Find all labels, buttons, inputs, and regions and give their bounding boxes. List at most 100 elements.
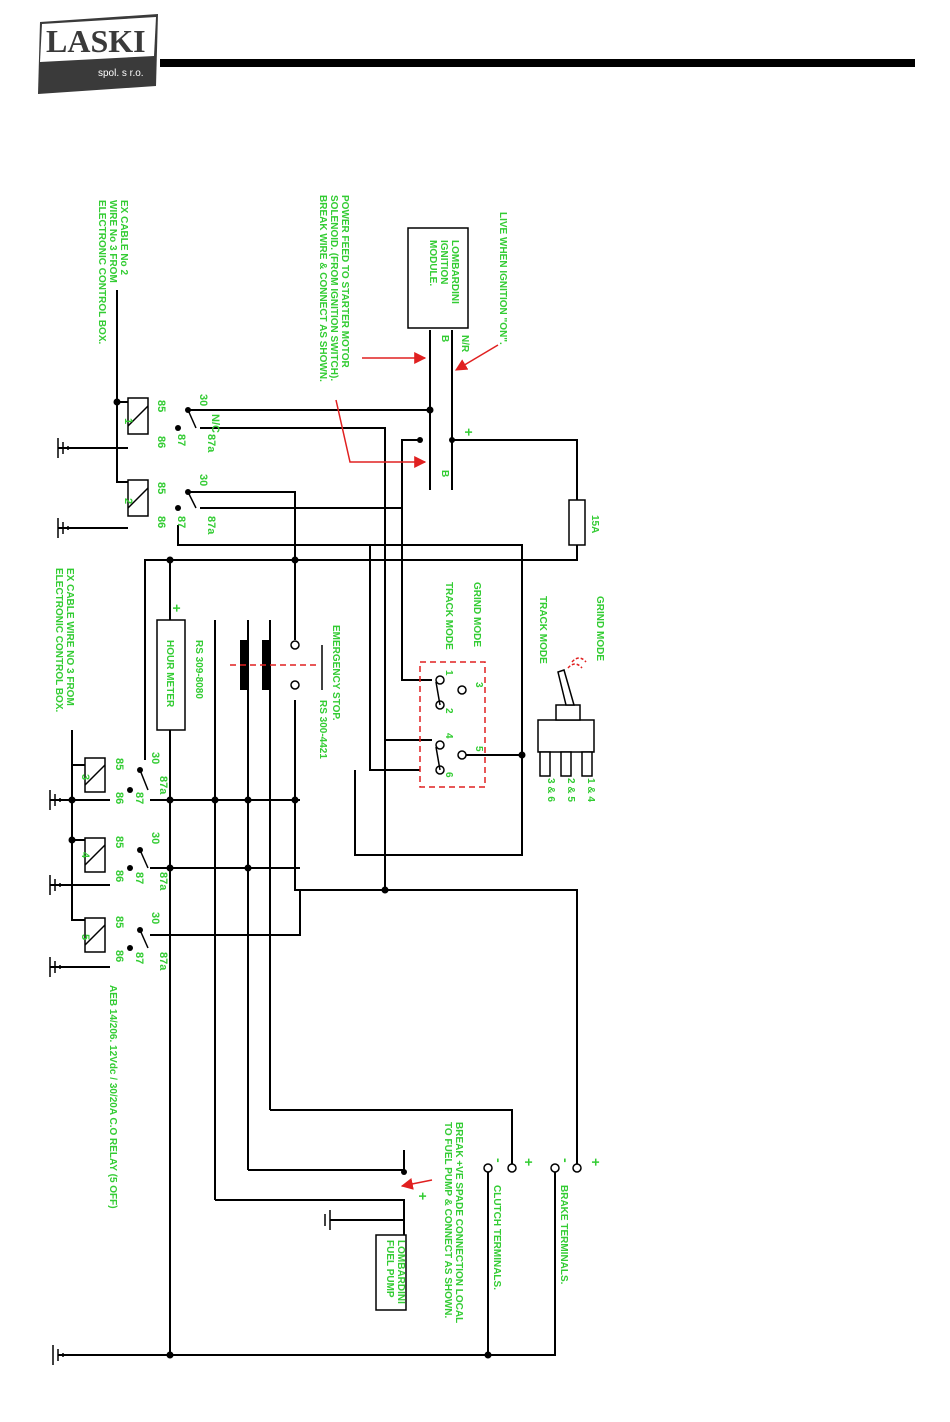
relay-3-85: 85: [113, 758, 125, 770]
relay-2-87a: 87a: [205, 516, 217, 535]
module-line-1: LOMBARDINI: [449, 240, 460, 304]
ground-symbols: [49, 438, 331, 1365]
ignition-module: LOMBARDINI IGNITION MODULE. N/R B B +: [407, 227, 477, 490]
terminals: - + - + CLUTCH TERMINALS. BRAKE TERMINAL…: [483, 1158, 604, 1290]
hour-meter-label: HOUR METER: [164, 640, 175, 708]
relay-1-87: 87: [175, 434, 187, 446]
relay-5-30: 30: [149, 912, 161, 924]
annotation-arrows: [335, 344, 499, 1190]
plus-terminal: +: [461, 428, 477, 436]
relay-3-num: 3: [79, 774, 91, 780]
relay-4-87a: 87a: [157, 872, 169, 891]
switch-term-3: 3: [473, 682, 484, 688]
relay-3-86: 86: [113, 792, 125, 804]
ex-cable-3-line-2: ELECTRONIC CONTROL BOX.: [53, 568, 64, 712]
relay-4-86: 86: [113, 870, 125, 882]
relay-5: 85 86 5 30 87 87a: [79, 912, 169, 971]
module-line-3: MODULE.: [427, 240, 438, 286]
hour-meter: HOUR METER RS 309-8080 +: [156, 604, 204, 731]
relay-5-87: 87: [133, 952, 145, 964]
grind-mode-label: GRIND MODE: [471, 582, 482, 647]
relay-2-87: 87: [175, 516, 187, 528]
fuse-label: 15A: [589, 515, 600, 533]
module-line-2: IGNITION: [438, 240, 449, 284]
logo-name: LASKI: [46, 23, 146, 59]
power-feed-line-2: SOLENOID. (FROM IGNITION SWITCH).: [328, 195, 339, 381]
logo-sub: spol. s r.o.: [98, 68, 144, 79]
estop-part: RS 300-4421: [317, 700, 328, 759]
relay-1-85: 85: [155, 400, 167, 412]
fuse-15a: 15A: [568, 499, 600, 546]
hour-meter-plus: +: [169, 604, 185, 612]
relay-1-30: 30: [197, 394, 209, 406]
pins-2-5: 2 & 5: [565, 778, 576, 802]
power-feed-line-1: POWER FEED TO STARTER MOTOR: [339, 195, 350, 369]
emergency-stop: EMERGENCY STOP. RS 300-4421: [230, 625, 341, 759]
annotations: EX CABLE No 2 WIRE No 3 FROM ELECTRONIC …: [53, 195, 508, 1323]
break-spade-line-2: TO FUEL PUMP & CONNECT AS SHOWN.: [442, 1122, 453, 1319]
switch-term-4: 4: [443, 733, 454, 739]
header-rule: [160, 59, 915, 67]
module-b: B: [439, 335, 450, 342]
live-ignition-label: LIVE WHEN IGNITION "ON".: [497, 212, 508, 345]
toggle-switch-illustration: GRIND MODE TRACK MODE 1 & 4 2 & 5 3 & 6: [537, 596, 605, 802]
relay-2-86: 86: [155, 516, 167, 528]
wiring: [50, 290, 578, 1356]
relay-4-num: 4: [79, 852, 91, 859]
ex-cable-3-line-1: EX CABLE WIRE NO 3 FROM: [64, 568, 75, 706]
relay-5-87a: 87a: [157, 952, 169, 971]
relay-4-85: 85: [113, 836, 125, 848]
estop-label: EMERGENCY STOP.: [330, 625, 341, 721]
relay-4-30: 30: [149, 832, 161, 844]
brake-plus: +: [588, 1158, 604, 1166]
switch-term-6: 6: [443, 772, 454, 778]
toggle-grind-label: GRIND MODE: [594, 596, 605, 661]
pins-3-6: 3 & 6: [545, 778, 556, 802]
fuel-pump-plus: +: [415, 1192, 431, 1200]
relay-1-nc: N/C: [209, 414, 221, 433]
brake-label: BRAKE TERMINALS.: [558, 1185, 569, 1285]
relay-3: 85 86 3 30 87 87a: [79, 752, 169, 804]
track-mode-label: TRACK MODE: [443, 582, 454, 650]
clutch-label: CLUTCH TERMINALS.: [491, 1185, 502, 1290]
break-spade-line-1: BREAK +VE SPADE CONNECTION LOCAL: [453, 1122, 464, 1323]
junction-dots: [68, 398, 526, 1359]
relay-1-num: 1: [122, 418, 134, 424]
relay-2-num: 2: [122, 498, 134, 504]
pins-1-4: 1 & 4: [585, 778, 596, 802]
toggle-track-label: TRACK MODE: [537, 596, 548, 664]
hour-meter-part: RS 309-8080: [193, 640, 204, 699]
ex-cable-2-line-2: WIRE No 3 FROM: [107, 200, 118, 283]
relay-3-30: 30: [149, 752, 161, 764]
relay-2-85: 85: [155, 482, 167, 494]
ex-cable-2-line-1: EX CABLE No 2: [118, 200, 129, 275]
fuel-pump-line-1: LOMBARDINI: [395, 1240, 406, 1304]
relay-3-87: 87: [133, 792, 145, 804]
switch-term-2: 2: [443, 708, 454, 714]
relay-5-85: 85: [113, 916, 125, 928]
laski-logo: LASKI spol. s r.o.: [38, 14, 160, 94]
clutch-plus: +: [521, 1158, 537, 1166]
relay-5-num: 5: [79, 934, 91, 940]
brake-minus: -: [558, 1158, 574, 1163]
switch-term-5: 5: [473, 746, 484, 752]
ex-cable-2-line-3: ELECTRONIC CONTROL BOX.: [96, 200, 107, 344]
relay-1: 85 86 1 30 N/C 87 87a: [122, 394, 221, 453]
relay-2: 85 86 2 30 87 87a: [122, 474, 217, 535]
relay-4: 85 86 4 30 87 87a: [79, 832, 169, 891]
fuel-pump: LOMBARDINI FUEL PUMP +: [375, 1169, 431, 1311]
module-nr: N/R: [459, 335, 470, 353]
relay-2-30: 30: [197, 474, 209, 486]
fuel-pump-line-2: FUEL PUMP: [384, 1240, 395, 1298]
mode-switch: 1 2 3 4 5 6 GRIND MODE TRACK MODE: [419, 582, 486, 788]
clutch-minus: -: [491, 1158, 507, 1163]
relay-5-86: 86: [113, 950, 125, 962]
relay-1-86: 86: [155, 436, 167, 448]
b-terminal-lower: B: [439, 470, 450, 477]
relay-description: AEB 14/206. 12Vdc / 30/20A C.O RELAY (5 …: [107, 985, 118, 1209]
switch-term-1: 1: [443, 670, 454, 676]
relay-4-87: 87: [133, 872, 145, 884]
relay-1-87a: 87a: [205, 434, 217, 453]
relay-3-87a: 87a: [157, 776, 169, 795]
